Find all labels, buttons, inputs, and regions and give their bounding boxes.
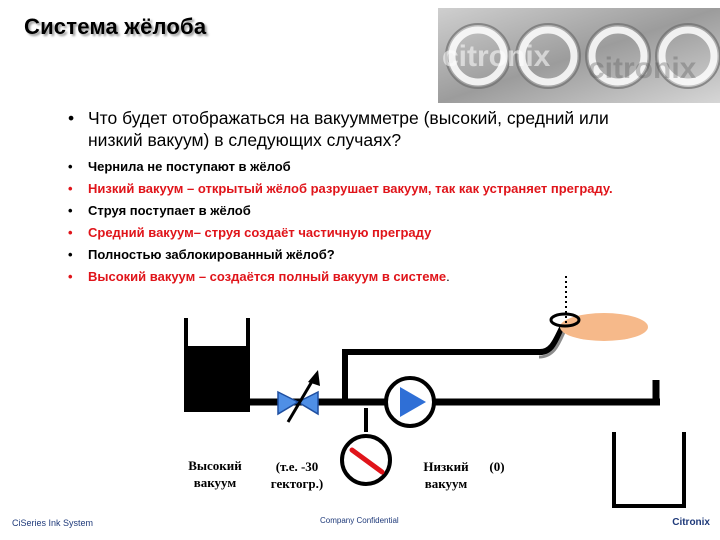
bullet-dot: • [68,108,75,128]
bullet-dot: • [68,203,73,218]
vacuum-gauge-icon [340,408,392,486]
question-text: Что будет отображаться на вакуумметре (в… [88,108,609,150]
citronix-logo-banner: citronix citronix [438,8,720,103]
list-item-text: Полностью заблокированный жёлоб? [88,247,335,262]
bullet-dot: • [68,181,73,196]
return-pipe [342,326,565,402]
list-item-text: Струя поступает в жёлоб [88,203,251,218]
ink-spot-icon [560,313,648,341]
footer-brand: Citronix [672,517,710,528]
list-item: • Средний вакуум– струя создаёт частичную… [68,224,628,241]
bullet-dot: • [68,225,73,240]
bullet-dot: • [68,269,73,284]
list-item: • Низкий вакуум – открытый жёлоб разрушае… [68,180,628,197]
list-item-text: Высокий вакуум – создаётся полный вакуум… [88,269,447,284]
gutter-ring-icon [549,312,581,328]
list-item: • Полностью заблокированный жёлоб? [68,246,628,263]
footer-product: CiSeries Ink System [12,518,94,528]
zero-label: (0) [489,459,505,474]
footer-confidential: Company Confidential [320,516,399,525]
return-tank [612,432,686,508]
pressure-note-label: (т.е. -30 гектогр.) [270,459,324,491]
list-item-text: Низкий вакуум – открытый жёлоб разрушает… [88,181,613,196]
answer-list: • Чернила не поступают в жёлоб • Низкий ва… [68,158,628,290]
bullet-dot: • [68,159,73,174]
logo-text: citronix [442,40,551,73]
list-item: • Высокий вакуум – создаётся полный вакуу… [68,268,628,285]
ink-tank [184,318,250,412]
bullet-dot: • [68,247,73,262]
slide-title: Система жёлоба [24,14,207,39]
list-item-text: Средний вакуум– струя создаёт частичную … [88,225,432,240]
logo-text-shadow: citronix [588,52,697,85]
question-block: • Что будет отображаться на вакуумметре … [68,107,658,151]
pump-icon [384,376,436,428]
high-vacuum-label: Высокий вакуум [188,458,242,490]
low-vacuum-label: Низкий вакуум [423,459,469,491]
list-item-tail: . [446,269,450,284]
list-item-text: Чернила не поступают в жёлоб [88,159,291,174]
list-item: • Струя поступает в жёлоб [68,202,628,219]
list-item: • Чернила не поступают в жёлоб [68,158,628,175]
variable-valve-icon [277,370,320,423]
